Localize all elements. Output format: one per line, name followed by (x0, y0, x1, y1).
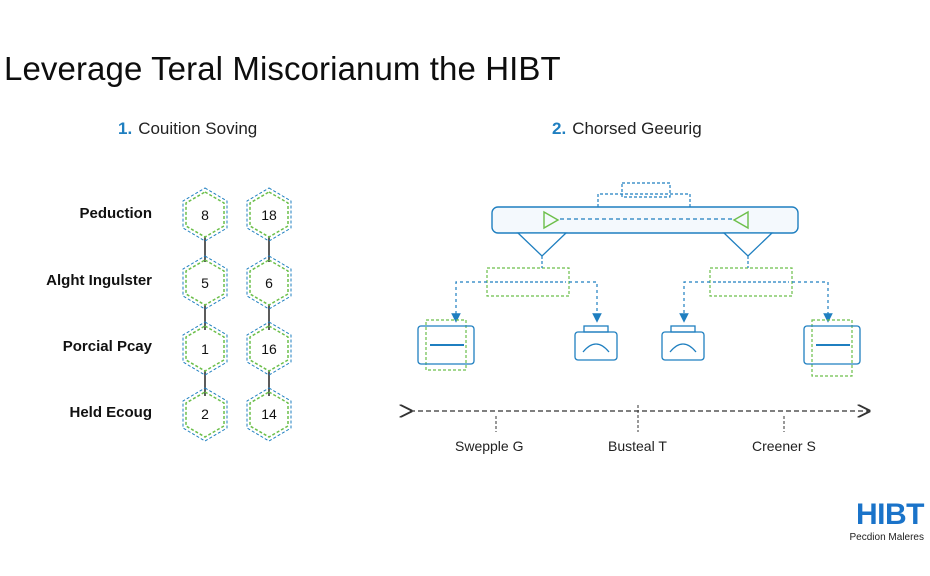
branch-connectors (451, 281, 833, 323)
axis-label: Swepple G (455, 438, 524, 454)
left-section-number: 1. (118, 119, 133, 138)
hex-value: 18 (261, 207, 277, 223)
bottom-axis (410, 405, 868, 432)
right-section-heading: 2. Chorsed Geeurig (552, 119, 702, 139)
hex-node (182, 321, 228, 376)
sub-boxes (486, 256, 793, 297)
hibt-logo: HIBT (856, 498, 925, 531)
hex-value: 16 (261, 341, 277, 357)
top-header-box (597, 182, 691, 207)
hex-node (246, 255, 292, 310)
right-section-number: 2. (552, 119, 567, 138)
row-label: Alght Ingulster (46, 272, 152, 289)
row-label: Held Ecoug (69, 404, 152, 421)
left-section-title: Couition Soving (138, 119, 258, 138)
ladder-connectors (204, 236, 270, 396)
leaf-device (417, 319, 475, 371)
leaf-device (661, 325, 705, 361)
row-label: Porcial Pcay (62, 338, 152, 355)
logo-tagline: Pecdion Maleres (849, 532, 924, 543)
page-title: Leverage Teral Miscorianum the HIBT (4, 50, 561, 87)
leaf-device (574, 325, 618, 361)
hex-value: 5 (201, 275, 209, 291)
hex-nodes (182, 187, 292, 442)
left-section-heading: 1. Couition Soving (118, 119, 257, 139)
hex-value: 8 (201, 207, 209, 223)
hex-node (246, 387, 292, 442)
hex-node (246, 187, 292, 242)
hex-node (182, 187, 228, 242)
hex-node (182, 387, 228, 442)
row-label: Peduction (79, 205, 152, 222)
hex-value: 14 (261, 406, 277, 422)
axis-label: Creener S (752, 438, 816, 454)
hex-node (182, 255, 228, 310)
axis-label: Busteal T (608, 438, 667, 454)
hex-value: 1 (201, 341, 209, 357)
hex-value: 6 (265, 275, 273, 291)
right-section-title: Chorsed Geeurig (572, 119, 702, 138)
leaf-device (803, 319, 861, 377)
main-bar (491, 206, 799, 234)
hex-node (246, 321, 292, 376)
hex-value: 2 (201, 406, 209, 422)
funnels (516, 232, 774, 257)
